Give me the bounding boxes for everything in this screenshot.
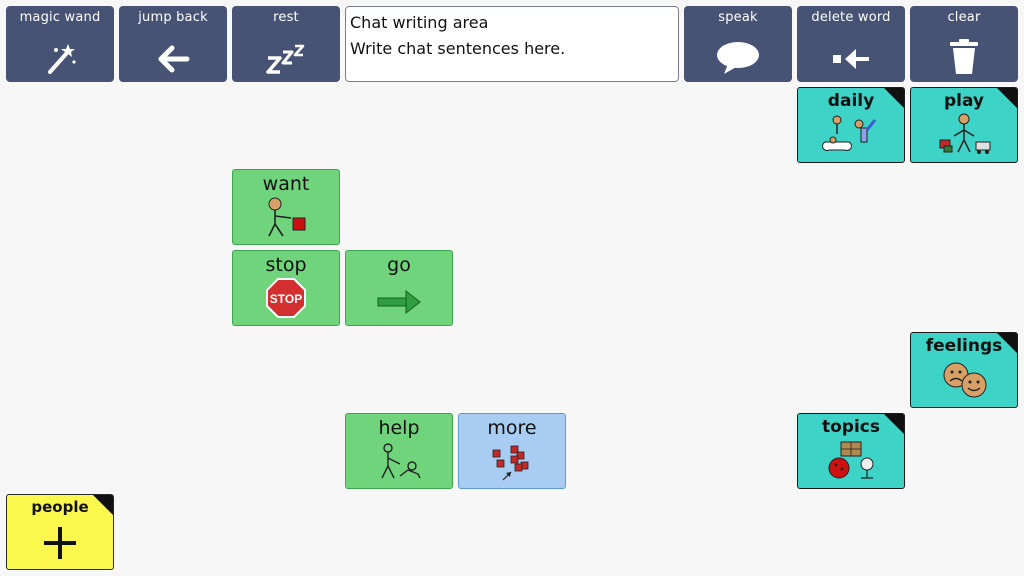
cell-go[interactable]: go (345, 250, 453, 326)
folder-corner (997, 333, 1017, 353)
cell-want[interactable]: want (232, 169, 340, 245)
want-icon (233, 196, 339, 238)
magic-wand-icon (6, 40, 114, 76)
folder-daily[interactable]: daily (797, 87, 905, 163)
cell-label: stop (265, 254, 307, 276)
cell-label: daily (827, 91, 875, 111)
delete-word-label: delete word (811, 10, 891, 25)
help-icon (346, 442, 452, 482)
faces-icon (911, 359, 1017, 401)
topics-icon (798, 438, 904, 482)
cell-more[interactable]: more (458, 413, 566, 489)
magic-wand-button[interactable]: magic wand (6, 6, 114, 82)
cell-label: play (943, 91, 985, 111)
stop-sign-icon: STOP (233, 277, 339, 319)
chat-writing-area[interactable]: Chat writing area Write chat sentences h… (345, 6, 679, 82)
rest-button[interactable]: rest (232, 6, 340, 82)
clear-button[interactable]: clear (910, 6, 1018, 82)
plus-icon (7, 523, 113, 563)
folder-corner (884, 88, 904, 108)
jump-back-button[interactable]: jump back (119, 6, 227, 82)
cell-stop[interactable]: stop STOP (232, 250, 340, 326)
stop-sign-text: STOP (270, 292, 302, 306)
cell-label: go (387, 254, 411, 276)
cell-label: feelings (925, 336, 1003, 356)
cell-label: help (378, 417, 420, 439)
trash-icon (910, 38, 1018, 76)
chat-title: Chat writing area (350, 13, 489, 32)
cell-label: want (262, 173, 310, 195)
cell-label: topics (822, 417, 880, 437)
cell-help[interactable]: help (345, 413, 453, 489)
zzz-icon (232, 40, 340, 76)
folder-corner (997, 88, 1017, 108)
delete-arrow-icon (797, 42, 905, 76)
magic-wand-label: magic wand (19, 10, 101, 25)
jump-back-label: jump back (138, 10, 208, 25)
chat-placeholder: Write chat sentences here. (350, 39, 566, 58)
speech-bubble-icon (684, 40, 792, 76)
speak-button[interactable]: speak (684, 6, 792, 82)
daily-routine-icon (798, 112, 904, 156)
folder-topics[interactable]: topics (797, 413, 905, 489)
right-arrow-icon (346, 285, 452, 319)
folder-feelings[interactable]: feelings (910, 332, 1018, 408)
folder-corner (884, 414, 904, 434)
folder-corner (93, 495, 113, 515)
folder-people[interactable]: people (6, 494, 114, 570)
cell-label: more (487, 417, 537, 439)
cell-label: people (31, 498, 89, 516)
rest-label: rest (273, 10, 299, 25)
speak-label: speak (718, 10, 758, 25)
delete-word-button[interactable]: delete word (797, 6, 905, 82)
clear-label: clear (947, 10, 981, 25)
play-toys-icon (911, 112, 1017, 156)
left-arrow-icon (119, 42, 227, 76)
folder-play[interactable]: play (910, 87, 1018, 163)
more-blocks-icon (459, 442, 565, 482)
